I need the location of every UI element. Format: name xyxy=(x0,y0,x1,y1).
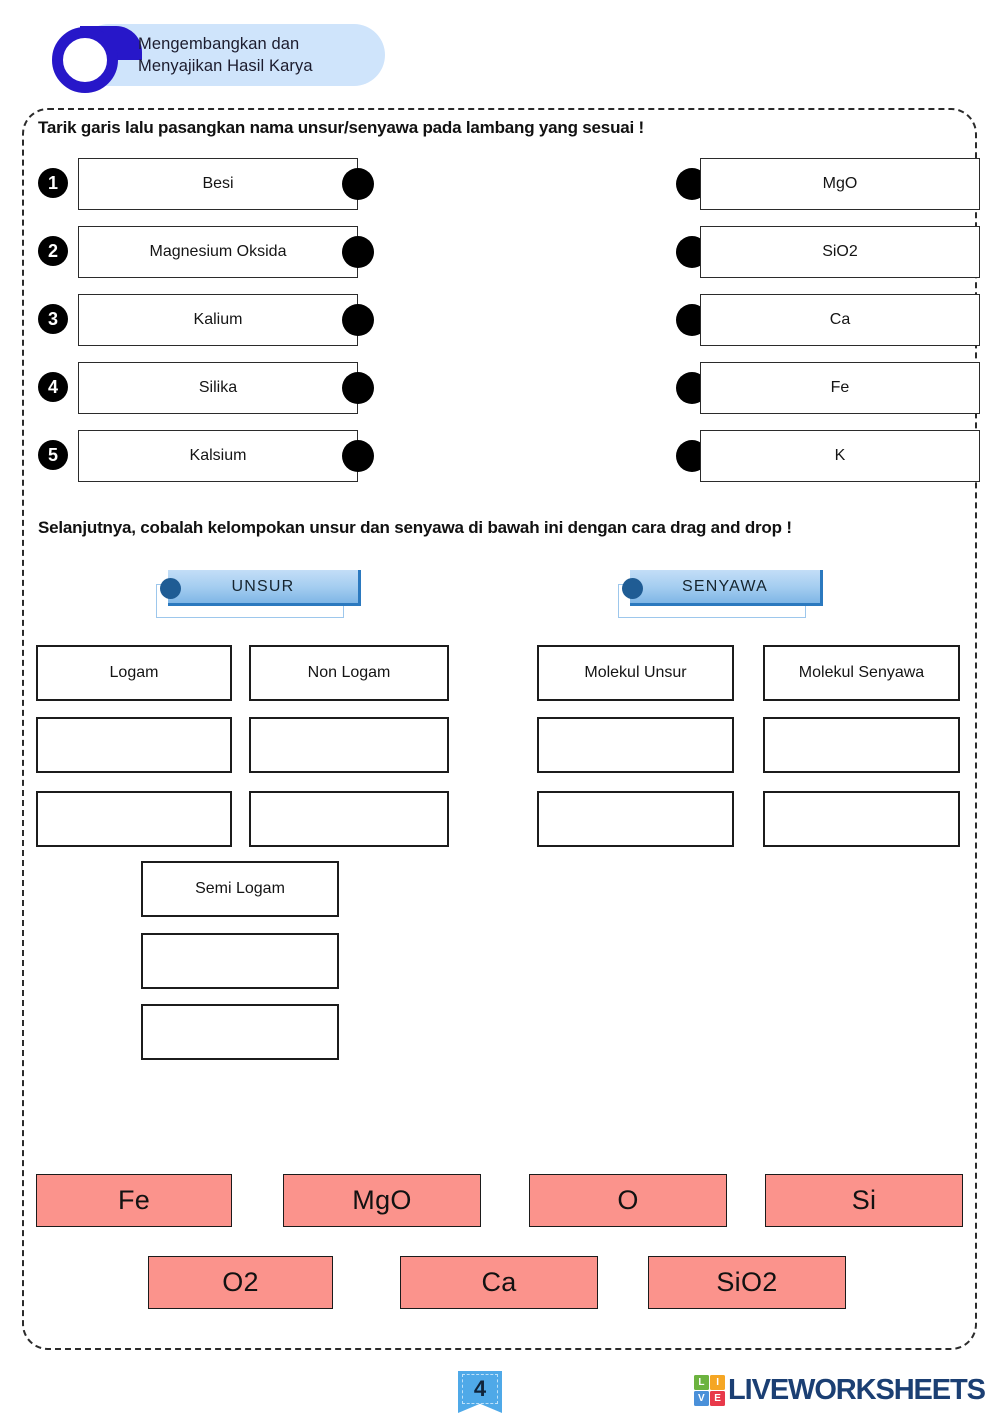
match-left-row: 5 Kalsium xyxy=(38,430,378,482)
group-tab-label: UNSUR xyxy=(168,570,361,606)
header-title-line1: Mengembangkan dan xyxy=(138,35,300,53)
category-header: Semi Logam xyxy=(141,861,339,917)
group-tab-label: SENYAWA xyxy=(630,570,823,606)
instruction-matching: Tarik garis lalu pasangkan nama unsur/se… xyxy=(38,118,645,137)
match-left-box[interactable]: Silika xyxy=(78,362,358,414)
group-tab-bullet-icon xyxy=(160,578,181,599)
category-drop-slot[interactable] xyxy=(537,791,734,847)
category-header: Non Logam xyxy=(249,645,449,701)
category-drop-slot[interactable] xyxy=(763,717,960,773)
match-left-row: 1 Besi xyxy=(38,158,378,210)
category-drop-slot[interactable] xyxy=(141,933,339,989)
ring-circle-shape xyxy=(52,27,118,93)
worksheet-frame xyxy=(22,108,977,1350)
chip-sio2[interactable]: SiO2 xyxy=(648,1256,846,1309)
category-drop-slot[interactable] xyxy=(537,717,734,773)
category-drop-slot[interactable] xyxy=(36,717,232,773)
match-left-connector-dot[interactable] xyxy=(342,304,374,336)
match-left-row: 2 Magnesium Oksida xyxy=(38,226,378,278)
ring-tail-icon xyxy=(40,24,150,93)
match-left-box[interactable]: Kalsium xyxy=(78,430,358,482)
match-right-box[interactable]: K xyxy=(700,430,980,482)
match-number-4: 4 xyxy=(38,372,68,402)
chip-o[interactable]: O xyxy=(529,1174,727,1227)
match-right-box[interactable]: Ca xyxy=(700,294,980,346)
liveworksheets-wordmark: LIVEWORKSHEETS xyxy=(728,1374,986,1406)
chip-si[interactable]: Si xyxy=(765,1174,963,1227)
chip-mgo[interactable]: MgO xyxy=(283,1174,481,1227)
match-number-3: 3 xyxy=(38,304,68,334)
header-badge: Mengembangkan dan Menyajikan Hasil Karya xyxy=(40,24,388,93)
chip-o2[interactable]: O2 xyxy=(148,1256,333,1309)
logo-cell-e: E xyxy=(710,1391,725,1406)
match-number-2: 2 xyxy=(38,236,68,266)
match-left-row: 3 Kalium xyxy=(38,294,378,346)
logo-cell-i: I xyxy=(710,1375,725,1390)
match-right-row: MgO xyxy=(676,158,986,210)
instruction-grouping: Selanjutnya, cobalah kelompokan unsur da… xyxy=(38,518,792,537)
match-left-box[interactable]: Magnesium Oksida xyxy=(78,226,358,278)
page-number-banner: 4 xyxy=(458,1371,502,1413)
group-tab-senyawa: SENYAWA xyxy=(618,570,823,618)
match-right-row: K xyxy=(676,430,986,482)
match-right-row: Ca xyxy=(676,294,986,346)
match-left-connector-dot[interactable] xyxy=(342,168,374,200)
group-tab-unsur: UNSUR xyxy=(156,570,361,618)
page-number: 4 xyxy=(462,1374,498,1404)
header-title-line2: Menyajikan Hasil Karya xyxy=(138,57,313,75)
category-drop-slot[interactable] xyxy=(36,791,232,847)
match-left-row: 4 Silika xyxy=(38,362,378,414)
header-title: Mengembangkan dan Menyajikan Hasil Karya xyxy=(138,33,388,77)
match-number-5: 5 xyxy=(38,440,68,470)
match-left-connector-dot[interactable] xyxy=(342,236,374,268)
chip-ca[interactable]: Ca xyxy=(400,1256,598,1309)
category-header: Molekul Unsur xyxy=(537,645,734,701)
match-left-connector-dot[interactable] xyxy=(342,372,374,404)
match-right-box[interactable]: SiO2 xyxy=(700,226,980,278)
match-number-1: 1 xyxy=(38,168,68,198)
category-header: Logam xyxy=(36,645,232,701)
match-left-box[interactable]: Kalium xyxy=(78,294,358,346)
group-tab-bullet-icon xyxy=(622,578,643,599)
category-drop-slot[interactable] xyxy=(141,1004,339,1060)
category-drop-slot[interactable] xyxy=(249,717,449,773)
chip-fe[interactable]: Fe xyxy=(36,1174,232,1227)
logo-cell-l: L xyxy=(694,1375,709,1390)
category-drop-slot[interactable] xyxy=(763,791,960,847)
match-right-row: Fe xyxy=(676,362,986,414)
match-right-box[interactable]: Fe xyxy=(700,362,980,414)
category-drop-slot[interactable] xyxy=(249,791,449,847)
match-right-row: SiO2 xyxy=(676,226,986,278)
match-left-box[interactable]: Besi xyxy=(78,158,358,210)
match-left-connector-dot[interactable] xyxy=(342,440,374,472)
category-header: Molekul Senyawa xyxy=(763,645,960,701)
logo-cell-v: V xyxy=(694,1391,709,1406)
match-right-box[interactable]: MgO xyxy=(700,158,980,210)
